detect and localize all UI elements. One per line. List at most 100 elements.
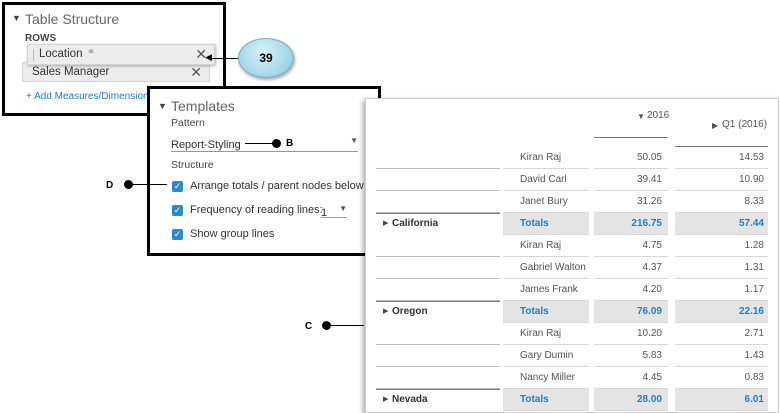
totals-highlight [594,389,668,411]
remove-icon[interactable]: ✕ [190,64,202,80]
totals-highlight [503,213,589,235]
row-name: Gabriel Walton [520,262,586,273]
cell-value-2016: 76.09 [636,306,662,317]
rows-label: ROWS [25,33,57,44]
row-separator [594,388,668,389]
expand-triangle-icon[interactable]: ▶ [383,308,389,315]
row-separator [675,256,768,257]
collapse-triangle-icon[interactable]: ▼ [12,13,21,23]
cell-value-q1: 14.53 [738,152,764,163]
frequency-select[interactable]: 1 ▼ [321,203,347,219]
row-separator [675,190,768,191]
cell-value-2016: 31.26 [636,196,662,207]
checkbox-arrange-totals[interactable]: ✓ [172,181,183,192]
row-pill-label: Sales Manager [32,66,110,78]
structure-label: Structure [171,159,214,171]
row-pill-sales-manager[interactable]: Sales Manager ✕ [22,62,210,82]
group-separator [376,301,500,302]
cell-value-2016: 5.83 [642,350,662,361]
pattern-select[interactable]: Report-Styling ▼ [171,135,358,152]
pattern-value: Report-Styling [171,139,241,151]
collapse-triangle-icon[interactable]: ▼ [637,112,645,121]
row-separator [376,300,500,301]
row-separator [376,388,500,389]
row-separator [376,256,500,257]
row-name: James Frank [520,284,578,295]
column-header-q1[interactable]: Q1 (2016) [722,119,768,130]
row-separator [675,234,768,235]
header-underline [594,137,668,138]
row-separator [503,410,589,411]
cell-value-q1: 2.71 [744,328,764,339]
group-separator [376,389,500,390]
row-separator [675,278,768,279]
group-label[interactable]: California [392,218,439,229]
row-separator [594,190,668,191]
expand-triangle-icon[interactable]: ▶ [712,121,719,130]
row-separator [594,278,668,279]
row-name: Gary Dumin [520,350,574,361]
row-name: Kiran Raj [520,240,562,251]
chevron-down-icon[interactable]: ▼ [339,204,347,213]
cell-value-2016: 39.41 [636,174,662,185]
row-separator [376,366,500,367]
cell-value-2016: 10.20 [636,328,662,339]
row-separator [503,388,589,389]
cell-value-q1: 1.31 [744,262,764,273]
annotation-b-line [245,143,275,144]
row-separator [503,278,589,279]
row-separator [376,278,500,279]
group-label[interactable]: Nevada [392,394,428,405]
annotation-c-line [328,325,364,326]
pattern-label: Pattern [171,117,205,129]
collapse-triangle-icon[interactable]: ▼ [158,101,167,111]
cell-value-q1: 57.44 [738,218,764,229]
row-separator [594,300,668,301]
cell-value-q1: 10.90 [738,174,764,185]
row-separator [594,344,668,345]
group-label[interactable]: Oregon [392,306,428,317]
row-separator [503,234,589,235]
checkbox-group-lines[interactable]: ✓ [172,229,183,240]
header-underline [675,146,768,147]
cell-value-2016: 216.75 [631,218,662,229]
checkbox-frequency[interactable]: ✓ [172,205,183,216]
row-separator [675,410,768,411]
row-separator [503,366,589,367]
row-separator [675,212,768,213]
row-separator [675,344,768,345]
cell-value-q1: 1.43 [744,350,764,361]
expand-triangle-icon[interactable]: ▶ [383,396,389,403]
totals-highlight [594,213,668,235]
row-pill-location[interactable]: Location ⚭ ✕ [27,44,215,65]
cell-value-2016: 50.05 [636,152,662,163]
remove-icon[interactable]: ✕ [195,46,207,62]
callout-badge: 39 [238,38,294,78]
cell-value-q1: 8.33 [744,196,764,207]
row-pill-label: Location [39,48,83,60]
templates-panel: ▼ Templates Pattern Report-Styling ▼ Str… [147,86,381,256]
row-separator [503,322,589,323]
row-name: Janet Bury [520,196,568,207]
totals-highlight [675,301,768,323]
cell-value-q1: 1.28 [744,240,764,251]
column-header-2016[interactable]: 2016 [647,110,670,121]
row-separator [675,322,768,323]
cell-value-2016: 4.75 [642,240,662,251]
annotation-d-dot [124,180,133,189]
totals-highlight [594,301,668,323]
row-separator [675,366,768,367]
expand-triangle-icon[interactable]: ▶ [383,220,389,227]
totals-highlight [675,389,768,411]
annotation-b-dot [272,139,281,148]
row-name: Totals [520,394,549,405]
annotation-d-label: D [106,180,114,191]
row-separator [503,256,589,257]
badge-arrow-line [210,58,240,59]
drag-handle-icon[interactable] [33,49,34,61]
totals-highlight [503,301,589,323]
add-measures-link[interactable]: + Add Measures/Dimensions [26,91,154,102]
cell-value-q1: 6.01 [744,394,764,405]
chevron-down-icon[interactable]: ▼ [350,136,358,145]
arrow-head-icon: ◀ [205,52,212,62]
